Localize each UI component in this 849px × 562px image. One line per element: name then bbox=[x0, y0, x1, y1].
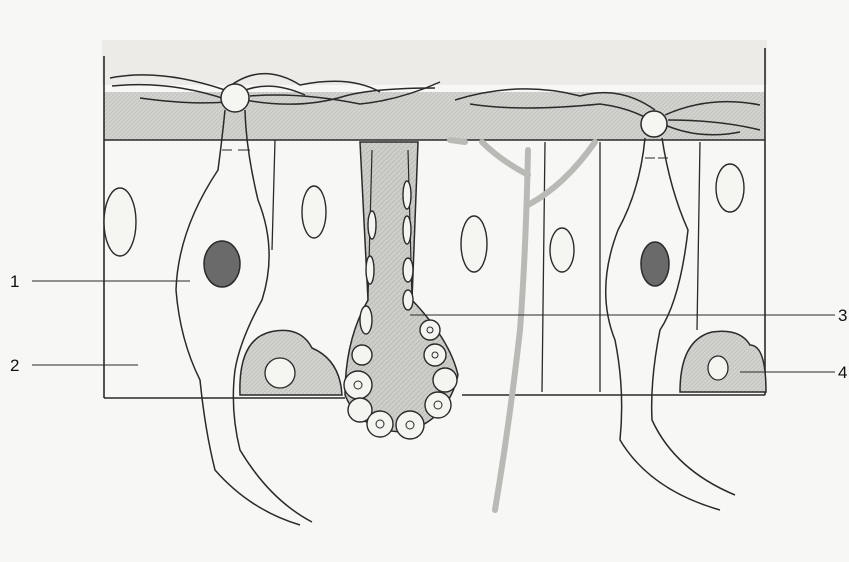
mucus-layer bbox=[104, 92, 765, 140]
label-3: 3 bbox=[838, 306, 847, 325]
basal-cell-left bbox=[240, 330, 342, 395]
label-1: 1 bbox=[10, 272, 19, 291]
free-nerve-ending bbox=[450, 140, 595, 510]
surface-shading bbox=[102, 40, 767, 85]
label-4: 4 bbox=[838, 363, 847, 382]
supporting-cell-boundaries bbox=[272, 140, 700, 392]
basal-cell-right bbox=[680, 331, 766, 392]
olfactory-receptor-neuron-right bbox=[455, 89, 760, 510]
label-2: 2 bbox=[10, 356, 19, 375]
bowmans-gland bbox=[344, 142, 458, 439]
